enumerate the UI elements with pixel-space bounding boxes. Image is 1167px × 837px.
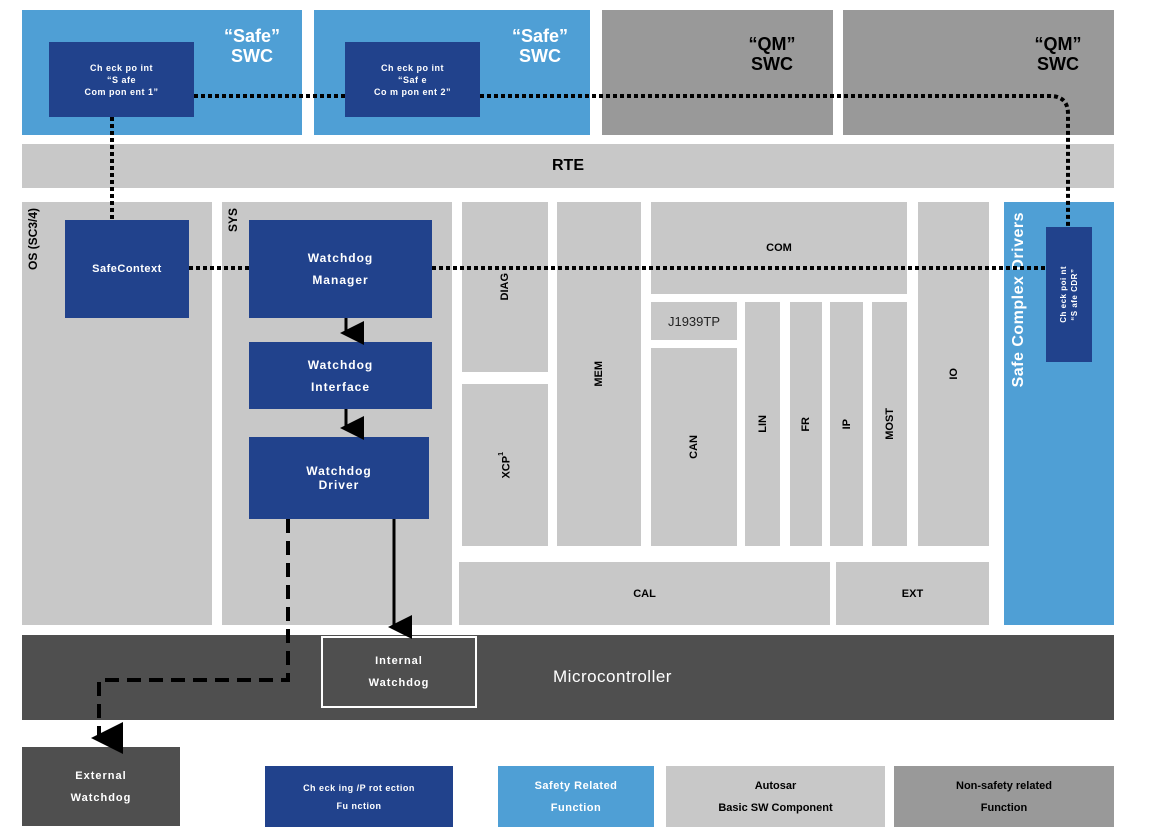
dashed-link-driver-external-wd: [91, 519, 290, 754]
qm-swc-2: “QM”SWC: [843, 10, 1114, 135]
rte-label: RTE: [552, 157, 584, 174]
safe-swc-2-title: “Safe”SWC: [511, 26, 569, 66]
safecontext-label: SafeContext: [92, 263, 162, 275]
ip-block: IP: [830, 302, 863, 546]
rte-bar: RTE: [22, 144, 1114, 188]
lin-block: LIN: [745, 302, 780, 546]
j1939tp-block: J1939TP: [651, 302, 737, 340]
checkpoint-safe-cdr: Ch eck poi nt“S afe CDR”: [1046, 227, 1092, 362]
mem-block: MEM: [557, 202, 641, 546]
can-block: CAN: [651, 348, 737, 546]
microcontroller-label: Microcontroller: [553, 667, 672, 686]
cal-block: CAL: [459, 562, 830, 625]
fr-block: FR: [790, 302, 822, 546]
qm-swc-1-title: “QM”SWC: [748, 34, 796, 74]
qm-swc-2-title: “QM”SWC: [1034, 34, 1082, 74]
microcontroller-bar: Microcontroller: [22, 635, 1114, 720]
com-block: COM: [651, 202, 907, 294]
dotted-link-cp2-cdr: [480, 94, 1070, 227]
diag-block: DIAG: [462, 202, 548, 372]
qm-swc-1: “QM”SWC: [602, 10, 833, 135]
safe-swc-1-title: “Safe”SWC: [223, 26, 281, 66]
ext-block: EXT: [836, 562, 989, 625]
xcp-block: XCP1: [462, 384, 548, 546]
safecontext-box: SafeContext: [65, 220, 189, 318]
io-block: IO: [918, 202, 989, 546]
most-block: MOST: [872, 302, 907, 546]
